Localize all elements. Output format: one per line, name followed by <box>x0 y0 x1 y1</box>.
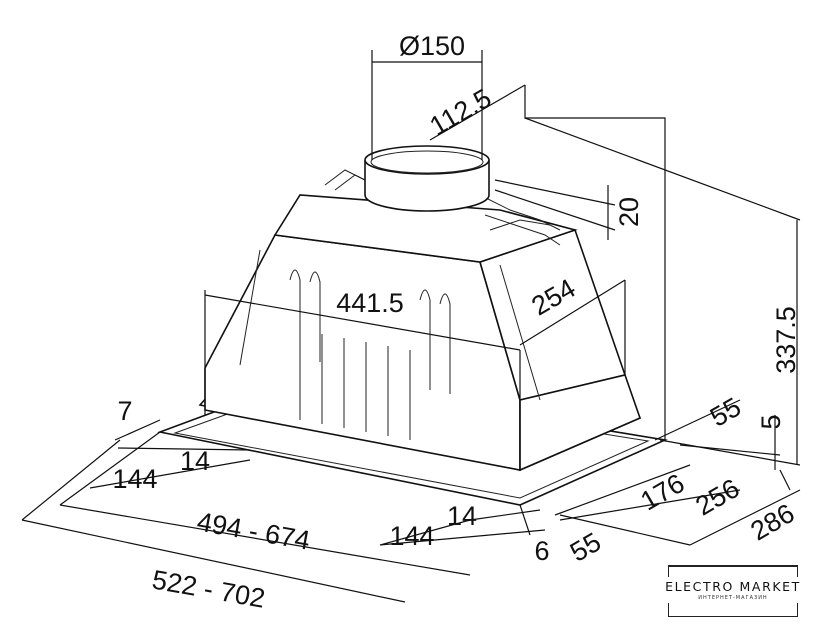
label-front-14: 14 <box>447 501 477 531</box>
label-duct-offset: 112.5 <box>425 83 497 142</box>
dimension-lines <box>21 50 801 603</box>
label-depth-256: 256 <box>690 473 744 522</box>
duct-collar <box>364 145 490 212</box>
label-left-144: 144 <box>112 464 157 494</box>
label-depth-286: 286 <box>745 498 799 547</box>
label-front-6: 6 <box>534 536 549 566</box>
hood-body <box>204 169 642 472</box>
label-duct-height: 20 <box>614 197 644 227</box>
label-total-height: 337.5 <box>771 306 801 374</box>
label-cutout-width: 494 - 674 <box>195 506 313 555</box>
label-front-55: 55 <box>565 527 606 568</box>
label-front-144: 144 <box>389 521 434 551</box>
label-depth-176: 176 <box>635 468 689 517</box>
label-overall-width: 522 - 702 <box>150 564 268 613</box>
label-duct-diameter: Ø150 <box>399 31 465 61</box>
logo-subtitle: ИНТЕРНЕТ-МАГАЗИН <box>698 595 768 601</box>
logo-title: ELECTRO MARKET <box>665 579 801 594</box>
label-body-width: 441.5 <box>336 288 404 318</box>
electro-market-logo: ELECTRO MARKET ИНТЕРНЕТ-МАГАЗИН <box>662 565 804 617</box>
label-flange-5: 5 <box>756 414 786 429</box>
label-left-14: 14 <box>180 446 210 476</box>
label-flange-55: 55 <box>705 392 746 433</box>
label-edge-7: 7 <box>117 396 132 426</box>
